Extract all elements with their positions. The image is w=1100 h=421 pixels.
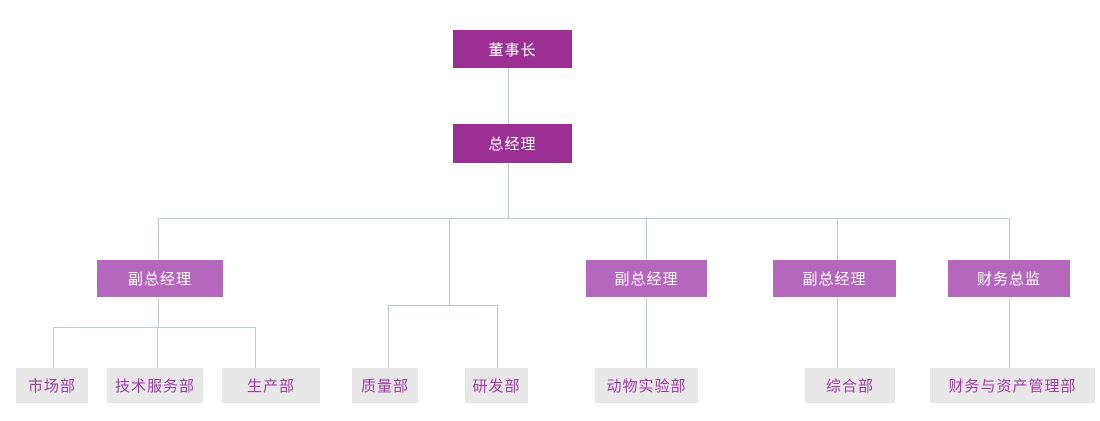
- node-tech-service-dept: 技术服务部: [107, 368, 203, 403]
- connector-line: [158, 297, 159, 327]
- connector-line: [837, 297, 838, 368]
- node-vice-general-manager-1: 副总经理: [97, 260, 223, 297]
- node-rd-dept: 研发部: [465, 368, 528, 403]
- node-vice-general-manager-3: 副总经理: [773, 260, 896, 297]
- connector-line: [646, 297, 647, 368]
- node-animal-lab-dept: 动物实验部: [595, 368, 698, 403]
- connector-line: [255, 327, 256, 368]
- connector-line: [158, 218, 159, 260]
- connector-line: [508, 68, 509, 124]
- node-finance-asset-mgmt-dept: 财务与资产管理部: [930, 368, 1095, 403]
- connector-line: [157, 327, 158, 368]
- connector-line: [53, 327, 256, 328]
- node-general-affairs-dept: 综合部: [805, 368, 895, 403]
- node-general-manager: 总经理: [453, 124, 572, 163]
- connector-line: [646, 218, 647, 260]
- connector-line: [388, 305, 389, 368]
- node-finance-director: 财务总监: [948, 260, 1070, 297]
- connector-line: [1009, 297, 1010, 368]
- connector-line: [158, 218, 1010, 219]
- node-chairman: 董事长: [453, 30, 572, 68]
- connector-line: [388, 305, 498, 306]
- connector-line: [53, 327, 54, 368]
- connector-line: [449, 218, 450, 305]
- node-vice-general-manager-2: 副总经理: [586, 260, 707, 297]
- connector-line: [497, 305, 498, 368]
- connector-line: [1009, 218, 1010, 260]
- node-production-dept: 生产部: [222, 368, 320, 403]
- node-quality-dept: 质量部: [352, 368, 418, 403]
- connector-line: [508, 163, 509, 218]
- node-marketing-dept: 市场部: [16, 368, 88, 403]
- connector-line: [837, 218, 838, 260]
